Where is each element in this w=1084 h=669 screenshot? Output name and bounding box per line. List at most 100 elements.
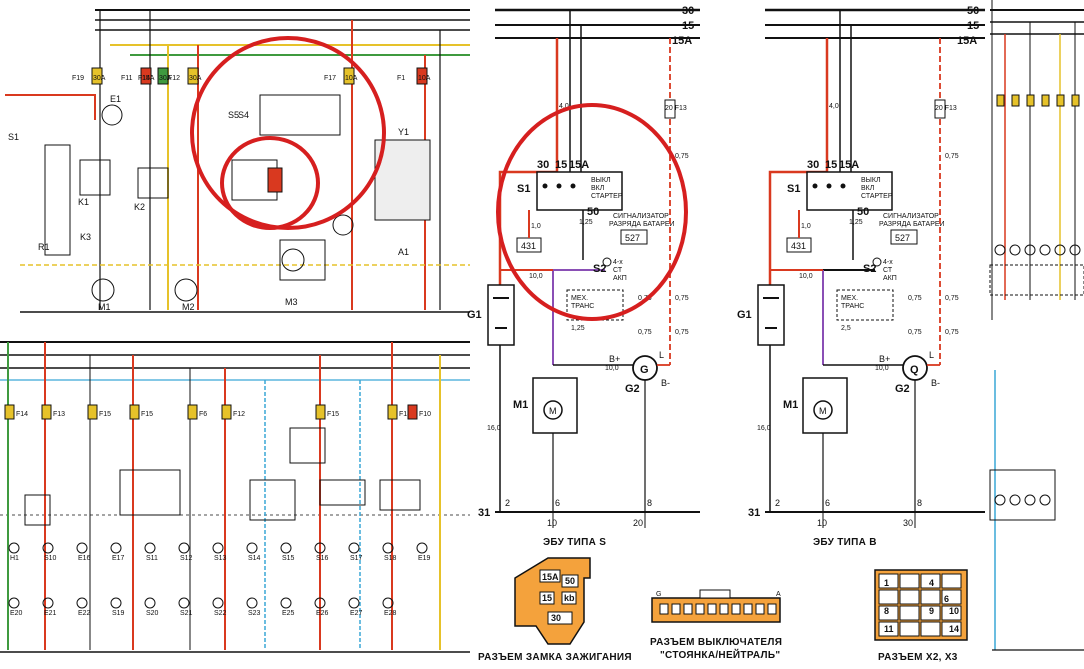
wire-size: 10,0	[605, 365, 619, 372]
lamp-icon	[76, 542, 88, 554]
lamp-icon	[314, 597, 326, 609]
generator-label: G2	[625, 383, 640, 395]
fuse-icon	[1041, 94, 1050, 107]
component-label: S21	[180, 610, 193, 617]
x2-pin-slot	[899, 605, 920, 621]
lamp-icon	[8, 597, 20, 609]
battery-label: G1	[467, 309, 482, 321]
fuse-F18	[387, 404, 398, 420]
relay-icon	[602, 257, 612, 267]
component-label: S14	[248, 555, 261, 562]
switch-position: ВКЛ	[861, 185, 875, 192]
fuse-F14	[4, 404, 15, 420]
module-527-label: 527	[895, 233, 910, 243]
fuse-f13	[664, 99, 676, 119]
wire-size: 10,0	[875, 365, 889, 372]
wire-size: 0,75	[908, 295, 922, 302]
wire-size: 0,75	[675, 329, 689, 336]
fuse-label: F11	[121, 75, 133, 82]
lamp-icon	[994, 244, 1006, 256]
component-label: S15	[282, 555, 295, 562]
ground-number: 2	[505, 498, 510, 508]
lamp-icon	[246, 597, 258, 609]
auto-text: АКП	[613, 275, 627, 282]
fuse-label: F15	[327, 411, 339, 418]
motor-icon	[543, 400, 563, 420]
wire-size: 10,0	[529, 273, 543, 280]
lamp-icon	[382, 542, 394, 554]
fuse-icon	[1026, 94, 1035, 107]
fuse-label: F12	[233, 411, 245, 418]
fuse-label: F12	[168, 75, 180, 82]
lamp-icon	[178, 542, 190, 554]
component-label: H1	[10, 555, 19, 562]
fuse-rating: 30A	[159, 75, 172, 82]
generator-terminal: B-	[931, 378, 940, 388]
x2-pin-number: 6	[944, 594, 949, 604]
switch-contact	[826, 183, 832, 189]
fuse-label: F13	[53, 411, 65, 418]
component-label: S18	[384, 555, 397, 562]
x2-pin-slot	[941, 589, 962, 605]
terminal-15a: 15A	[569, 159, 589, 171]
switch-position: ВЫКЛ	[591, 177, 611, 184]
component-label: E17	[112, 555, 125, 562]
park-pin-slot	[767, 603, 777, 615]
x2-pin-slot	[899, 621, 920, 637]
component-label: S12	[180, 555, 193, 562]
pin-number: 10	[817, 518, 827, 528]
fuse-rating: 10A	[418, 75, 431, 82]
wire-size: 4,0	[559, 103, 569, 110]
component-label: E20	[10, 610, 23, 617]
component-label: R1	[38, 242, 50, 252]
park-pin-slot	[719, 603, 729, 615]
battery	[487, 284, 515, 346]
starter-label: M1	[513, 399, 528, 411]
terminal-15: 15	[555, 159, 567, 171]
x2-x3-caption: РАЗЪЕМ X2, X3	[878, 652, 958, 663]
warning-lamp-label: СИГНАЛИЗАТОР	[613, 213, 669, 220]
park-caption-1: РАЗЪЕМ ВЫКЛЮЧАТЕЛЯ	[650, 637, 782, 648]
park-pin: G	[656, 591, 661, 598]
wire-size: 0,75	[945, 329, 959, 336]
x2-pin-number: 14	[949, 624, 959, 634]
x2-pin-number: 4	[929, 578, 934, 588]
fuse-rating: 10A	[345, 75, 358, 82]
component-label: E28	[384, 610, 397, 617]
terminal-15a: 15A	[839, 159, 859, 171]
park-pin-slot	[731, 603, 741, 615]
ground-number: 6	[825, 498, 830, 508]
ground-number: 8	[647, 498, 652, 508]
x2-pin-number: 10	[949, 606, 959, 616]
x2-pin-slot	[941, 621, 962, 637]
x2-pin-slot	[920, 573, 941, 589]
lamp-icon	[280, 597, 292, 609]
switch-label: S1	[517, 183, 530, 195]
warning-lamp-label: РАЗРЯДА БАТАРЕИ	[879, 221, 945, 228]
x2-pin-slot	[899, 573, 920, 589]
fuse-label: 20 F13	[665, 105, 687, 112]
relay-box	[836, 289, 894, 321]
component-label: S5	[228, 110, 239, 120]
diagram-caption: ЭБУ ТИПА В	[813, 537, 877, 548]
fuse-label: F15	[141, 411, 153, 418]
component-label: E1	[110, 94, 121, 104]
module-431-label: 431	[791, 241, 806, 251]
lamp-icon	[1009, 244, 1021, 256]
component-label: E21	[44, 610, 57, 617]
ignition-switch	[806, 171, 893, 211]
ignition-connector	[514, 557, 591, 645]
component-label: A1	[398, 247, 409, 257]
lamp-icon	[348, 597, 360, 609]
wire-size: 0,75	[908, 329, 922, 336]
relay-label: S2	[593, 263, 606, 275]
diagram-caption: ЭБУ ТИПА S	[543, 537, 606, 548]
component-label: S11	[146, 555, 158, 562]
wire-size: 1,25	[579, 219, 593, 226]
motor-icon	[813, 400, 833, 420]
wire-size: 0,75	[675, 153, 689, 160]
x2-pin-slot	[920, 621, 941, 637]
fuse-label: F6	[199, 411, 207, 418]
